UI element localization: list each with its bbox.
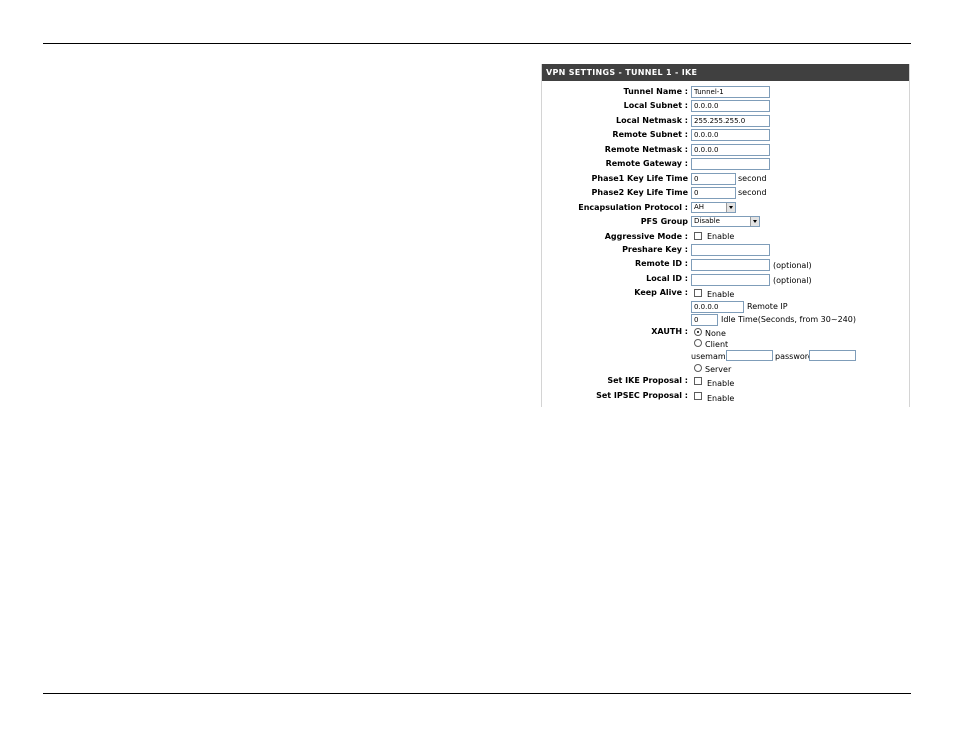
local-id-label: Local ID : [646, 274, 688, 283]
chevron-down-icon [750, 217, 759, 226]
ipsec-proposal-option: Enable [707, 394, 735, 403]
xauth-none-radio[interactable] [694, 328, 702, 336]
bottom-divider [43, 693, 911, 694]
phase2-label: Phase2 Key Life Time [591, 188, 688, 197]
xauth-client-radio[interactable] [694, 339, 702, 347]
preshare-input[interactable] [691, 244, 770, 256]
local-netmask-input[interactable]: 255.255.255.0 [691, 115, 770, 127]
encapsulation-selected: AH [694, 203, 705, 211]
ipsec-proposal-checkbox[interactable] [694, 392, 702, 400]
xauth-username-label: usemame [691, 352, 731, 361]
ike-proposal-option: Enable [707, 379, 735, 388]
local-netmask-label: Local Netmask : [615, 116, 688, 125]
top-divider [43, 43, 911, 44]
remote-subnet-label: Remote Subnet : [612, 130, 688, 139]
pfs-selected: Disable [694, 217, 720, 225]
encapsulation-select[interactable]: AH [691, 202, 736, 213]
xauth-client-label: Client [705, 340, 729, 349]
phase2-input[interactable]: 0 [691, 187, 736, 199]
vpn-settings-panel: VPN SETTINGS - TUNNEL 1 - IKE Tunnel Nam… [541, 64, 910, 407]
remote-netmask-label: Remote Netmask : [604, 145, 688, 154]
remote-gateway-label: Remote Gateway : [605, 159, 688, 168]
chevron-down-icon [726, 203, 735, 212]
local-id-input[interactable] [691, 274, 770, 286]
keep-alive-remote-ip-input[interactable]: 0.0.0.0 [691, 301, 744, 313]
ipsec-proposal-label: Set IPSEC Proposal : [596, 391, 688, 400]
ike-proposal-checkbox[interactable] [694, 377, 702, 385]
panel-title: VPN SETTINGS - TUNNEL 1 - IKE [542, 64, 909, 81]
aggressive-checkbox[interactable] [694, 232, 702, 240]
phase1-input[interactable]: 0 [691, 173, 736, 185]
aggressive-label: Aggressive Mode : [604, 232, 688, 241]
ike-proposal-label: Set IKE Proposal : [607, 376, 688, 385]
tunnel-name-input[interactable]: Tunnel-1 [691, 86, 770, 98]
local-id-hint: (optional) [773, 276, 812, 285]
pfs-select[interactable]: Disable [691, 216, 760, 227]
xauth-username-input[interactable] [726, 350, 773, 361]
remote-netmask-input[interactable]: 0.0.0.0 [691, 144, 770, 156]
keep-alive-label: Keep Alive : [634, 288, 688, 297]
keep-alive-checkbox[interactable] [694, 289, 702, 297]
xauth-server-radio[interactable] [694, 364, 702, 372]
local-subnet-label: Local Subnet : [623, 101, 688, 110]
xauth-label: XAUTH : [651, 327, 688, 336]
remote-id-hint: (optional) [773, 261, 812, 270]
remote-id-input[interactable] [691, 259, 770, 271]
remote-gateway-input[interactable] [691, 158, 770, 170]
xauth-server-label: Server [705, 365, 732, 374]
aggressive-option: Enable [707, 232, 735, 241]
pfs-label: PFS Group [640, 217, 688, 226]
remote-id-label: Remote ID : [634, 259, 688, 268]
encapsulation-label: Encapsulation Protocol : [578, 203, 688, 212]
phase1-label: Phase1 Key Life Time [591, 174, 688, 183]
preshare-label: Preshare Key : [622, 245, 688, 254]
xauth-password-input[interactable] [809, 350, 856, 361]
keep-alive-remote-ip-label: Remote IP [747, 302, 788, 311]
tunnel-name-label: Tunnel Name : [623, 87, 688, 96]
keep-alive-option: Enable [707, 290, 735, 299]
xauth-password-label: password [775, 352, 813, 361]
keep-alive-idle-label: Idle Time(Seconds, from 30~240) [721, 315, 856, 324]
local-subnet-input[interactable]: 0.0.0.0 [691, 100, 770, 112]
phase1-unit: second [738, 174, 767, 183]
xauth-none-label: None [705, 329, 726, 338]
remote-subnet-input[interactable]: 0.0.0.0 [691, 129, 770, 141]
phase2-unit: second [738, 188, 767, 197]
keep-alive-idle-input[interactable]: 0 [691, 314, 718, 326]
